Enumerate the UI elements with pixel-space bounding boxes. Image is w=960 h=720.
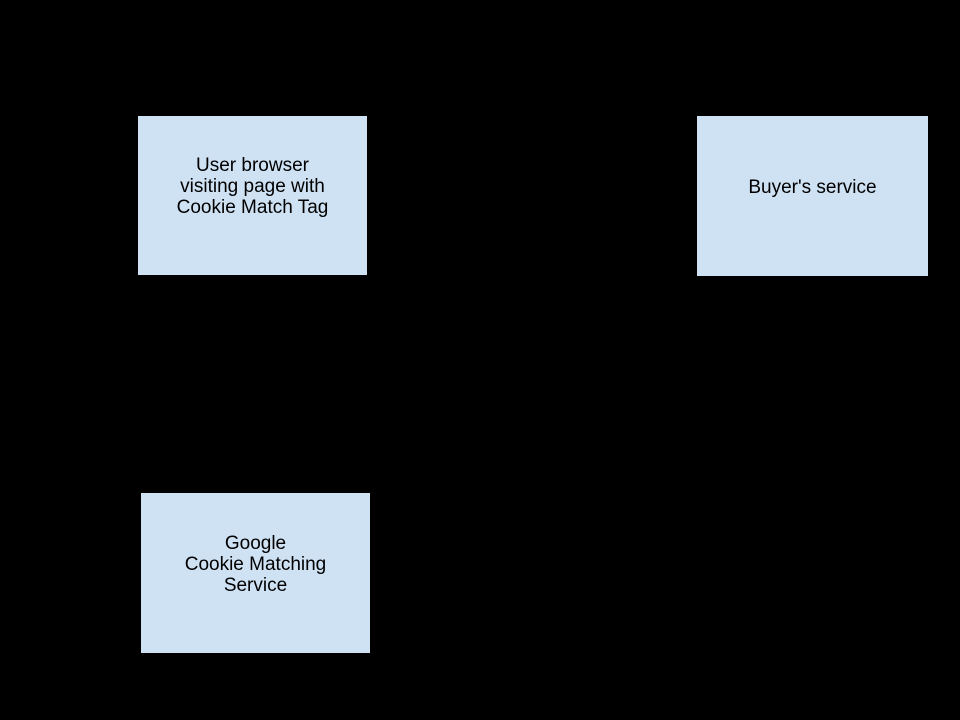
node-google-cookie-matching-service: Google Cookie Matching Service	[140, 492, 371, 654]
node-buyers-service: Buyer's service	[696, 115, 929, 277]
node-user-browser-label: User browser visiting page with Cookie M…	[176, 155, 329, 218]
node-buyers-service-label: Buyer's service	[748, 176, 877, 198]
node-user-browser: User browser visiting page with Cookie M…	[137, 115, 368, 276]
node-google-cookie-matching-service-label: Google Cookie Matching Service	[184, 532, 327, 596]
